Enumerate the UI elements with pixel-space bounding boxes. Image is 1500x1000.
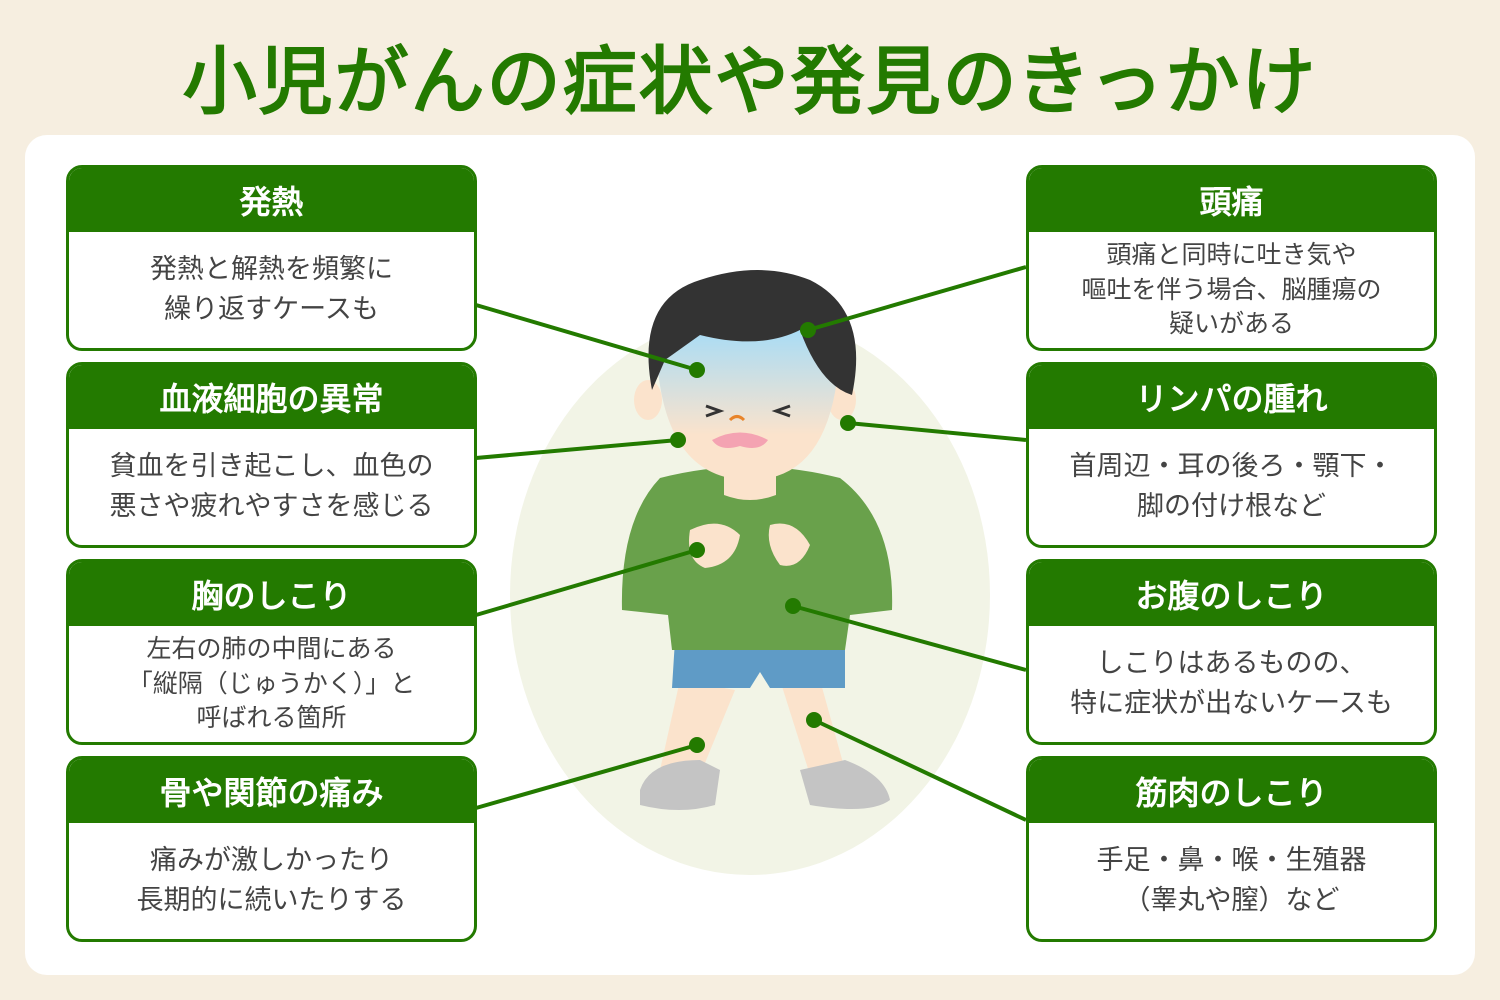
description-line: 特に症状が出ないケースも <box>1070 688 1393 719</box>
description-line: 首周辺・耳の後ろ・顎下・ <box>1069 450 1394 482</box>
symptom-description: 首周辺・耳の後ろ・顎下・脚の付け根など <box>1029 429 1434 545</box>
description-line: （睾丸や膣）など <box>1123 885 1340 916</box>
symptom-description: 左右の肺の中間にある「縦隔（じゅうかく）」と呼ばれる箇所 <box>69 626 474 742</box>
symptom-heading: 頭痛 <box>1029 168 1434 232</box>
symptom-heading: 血液細胞の異常 <box>69 365 474 429</box>
page-title: 小児がんの症状や発見のきっかけ <box>182 39 1318 125</box>
connector-dots <box>670 322 856 753</box>
symptom-box: 血液細胞の異常貧血を引き起こし、血色の悪さや疲れやすさを感じる <box>66 362 477 548</box>
symptom-description: 手足・鼻・喉・生殖器 （睾丸や膣）など <box>1029 823 1434 939</box>
description-line: 悪さや疲れやすさを感じる <box>109 491 434 522</box>
description-line: 脚の付け根など <box>1137 491 1326 522</box>
symptom-description: 貧血を引き起こし、血色の悪さや疲れやすさを感じる <box>69 429 474 545</box>
description-line: 痛みが激しかったり <box>150 844 393 876</box>
connector-lines <box>475 265 1027 822</box>
symptom-heading: お腹のしこり <box>1029 562 1434 626</box>
symptom-heading: 発熱 <box>69 168 474 232</box>
description-line: 頭痛と同時に吐き気や <box>1106 240 1357 270</box>
description-line: 手足・鼻・喉・生殖器 <box>1096 844 1367 876</box>
symptom-box: 筋肉のしこり手足・鼻・喉・生殖器 （睾丸や膣）など <box>1026 756 1437 942</box>
symptom-heading: 筋肉のしこり <box>1029 759 1434 823</box>
description-line: 長期的に続いたりする <box>136 885 407 916</box>
symptom-box: リンパの腫れ首周辺・耳の後ろ・顎下・脚の付け根など <box>1026 362 1437 548</box>
symptom-description: しこりはあるものの、特に症状が出ないケースも <box>1029 626 1434 742</box>
symptom-heading: 胸のしこり <box>69 562 474 626</box>
description-line: 繰り返すケースも <box>164 294 379 325</box>
description-line: 「縦隔（じゅうかく）」と <box>127 668 416 698</box>
symptom-box: お腹のしこりしこりはあるものの、特に症状が出ないケースも <box>1026 559 1437 745</box>
symptom-box: 骨や関節の痛み痛みが激しかったり長期的に続いたりする <box>66 756 477 942</box>
symptom-description: 痛みが激しかったり長期的に続いたりする <box>69 823 474 939</box>
description-line: 発熱と解熱を頻繁に <box>150 253 393 285</box>
description-line: 貧血を引き起こし、血色の <box>109 450 434 482</box>
symptom-heading: 骨や関節の痛み <box>69 759 474 823</box>
symptom-box: 発熱発熱と解熱を頻繁に繰り返すケースも <box>66 165 477 351</box>
description-line: 呼ばれる箇所 <box>196 703 347 733</box>
description-line: 左右の肺の中間にある <box>146 634 397 664</box>
description-line: 疑いがある <box>1168 309 1294 339</box>
boy-figure <box>621 270 893 810</box>
description-line: しこりはあるものの、 <box>1096 647 1367 679</box>
symptom-box: 胸のしこり左右の肺の中間にある「縦隔（じゅうかく）」と呼ばれる箇所 <box>66 559 477 745</box>
description-line: 嘔吐を伴う場合、脳腫瘍の <box>1081 274 1382 304</box>
symptom-description: 頭痛と同時に吐き気や嘔吐を伴う場合、脳腫瘍の疑いがある <box>1029 232 1434 348</box>
symptom-description: 発熱と解熱を頻繁に繰り返すケースも <box>69 232 474 348</box>
symptom-heading: リンパの腫れ <box>1029 365 1434 429</box>
symptom-box: 頭痛頭痛と同時に吐き気や嘔吐を伴う場合、脳腫瘍の疑いがある <box>1026 165 1437 351</box>
